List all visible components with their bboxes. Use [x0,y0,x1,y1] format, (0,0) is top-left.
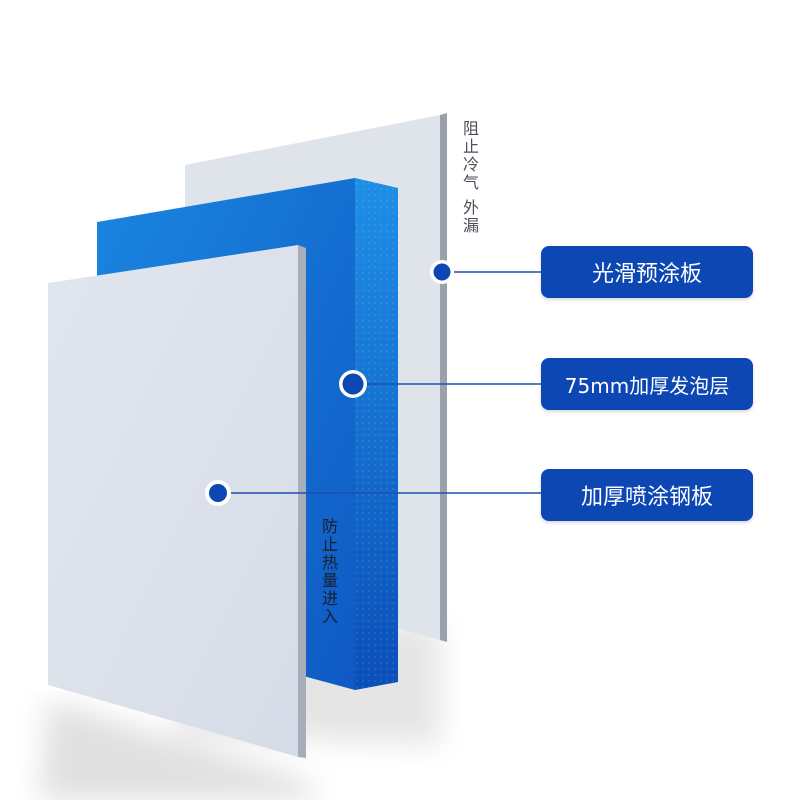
label-steel-panel: 加厚喷涂钢板 [541,469,753,521]
marker-smooth-panel [430,260,454,284]
sprayed-steel-panel [40,245,320,800]
label-smooth-panel: 光滑预涂板 [541,246,753,298]
front-panel-side-text: 防止热量进入 [319,518,338,626]
marker-foam-layer [339,370,367,398]
back-panel-side-text: 阻止冷气 外漏 [460,120,479,236]
marker-steel-panel [205,480,231,506]
label-foam-layer: 75mm加厚发泡层 [541,358,753,410]
